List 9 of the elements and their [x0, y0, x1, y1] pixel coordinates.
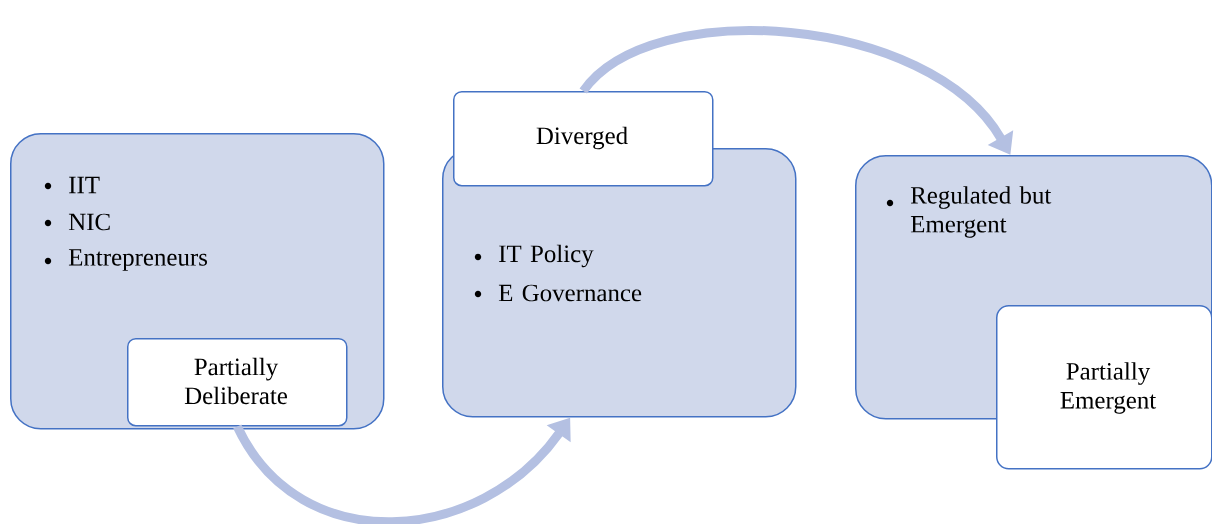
box-label: Partially Emergent: [1060, 362, 1157, 414]
bullet-item: Entrepreneurs: [68, 249, 207, 271]
bullet-item: E Governance: [498, 284, 642, 302]
box-label: Partially Deliberate: [184, 357, 287, 405]
bullet-item: IIT: [69, 176, 100, 194]
bullet-item: Regulated but Emergent: [910, 186, 1052, 238]
bullet-item: NIC: [68, 213, 110, 231]
bullet-item: IT Policy: [499, 244, 594, 268]
box-label: Diverged: [536, 126, 628, 150]
